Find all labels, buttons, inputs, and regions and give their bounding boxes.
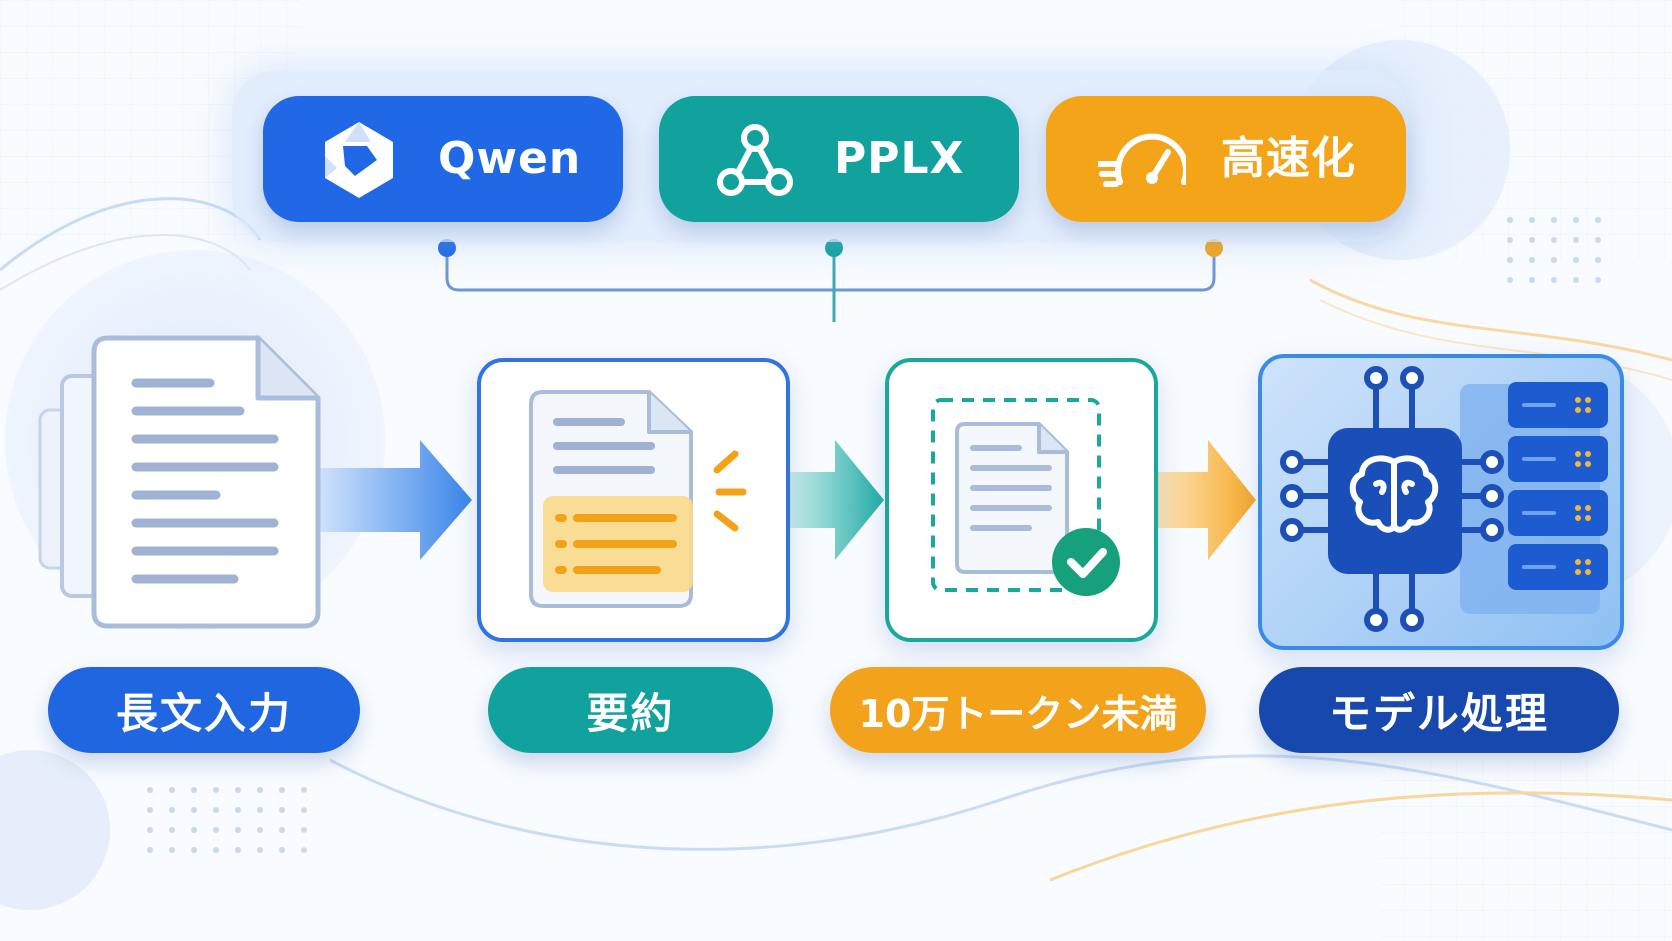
decor-dot [213, 807, 219, 813]
speedometer-icon [1098, 133, 1186, 187]
decor-dot [1529, 217, 1535, 223]
decor-dot [1551, 237, 1557, 243]
decor-dot [1573, 237, 1579, 243]
decor-dot [1595, 237, 1601, 243]
decor-dot [279, 827, 285, 833]
token-check-card [885, 358, 1158, 642]
decor-dot [147, 827, 153, 833]
decor-dot [1573, 257, 1579, 263]
decor-dot [257, 827, 263, 833]
decor-dot [1551, 257, 1557, 263]
decor-dot [301, 827, 307, 833]
decor-dot [169, 787, 175, 793]
decor-dot [147, 807, 153, 813]
network-nodes-icon [717, 124, 793, 196]
chip-label: 高速化 [1221, 133, 1356, 184]
decor-dot [1595, 277, 1601, 283]
decor-dot [235, 827, 241, 833]
decor-dot [147, 847, 153, 853]
decor-dot [213, 847, 219, 853]
decor-dot [301, 787, 307, 793]
decor-dot [279, 807, 285, 813]
decor-dot [1507, 237, 1513, 243]
decor-dot [279, 787, 285, 793]
decor-dot [301, 847, 307, 853]
decor-dot [1507, 217, 1513, 223]
token-check-document-icon [931, 398, 1120, 596]
decor-dot [1507, 257, 1513, 263]
step-label-summary: 要約 [488, 667, 773, 753]
summary-document-icon [529, 390, 747, 608]
decor-dot [1573, 277, 1579, 283]
decor-dot [235, 847, 241, 853]
decor-dot [1529, 237, 1535, 243]
decor-dot [191, 807, 197, 813]
decor-dot [213, 787, 219, 793]
decor-dot [279, 847, 285, 853]
decor-dot [257, 847, 263, 853]
decor-dot [1573, 217, 1579, 223]
decor-dot [301, 807, 307, 813]
decor-dot [1529, 277, 1535, 283]
decor-dot [235, 787, 241, 793]
decor-dot [191, 847, 197, 853]
document-stack-icon [38, 335, 321, 629]
pplx-chip[interactable]: PPLX [659, 96, 1019, 222]
decor-dot [1595, 257, 1601, 263]
decor-dot [1507, 277, 1513, 283]
speed-chip[interactable]: 高速化 [1046, 96, 1406, 222]
chip-label: Qwen [438, 133, 582, 184]
model-processing-card [1258, 354, 1624, 650]
decor-dot [169, 847, 175, 853]
chip-label: PPLX [834, 133, 965, 184]
step-label-long-input: 長文入力 [48, 667, 360, 753]
decor-dot [1551, 277, 1557, 283]
decor-dot [257, 787, 263, 793]
step-label-model-processing: モデル処理 [1259, 667, 1619, 753]
qwen-chip[interactable]: Qwen [263, 96, 623, 222]
decor-dot [191, 827, 197, 833]
decor-dot [169, 827, 175, 833]
step-label-token-limit: 10万トークン未満 [830, 667, 1206, 753]
decor-dot [235, 807, 241, 813]
decor-dot [1529, 257, 1535, 263]
decor-dot [169, 807, 175, 813]
ai-brain-chip-server-icon [1280, 366, 1608, 632]
decor-dot [1595, 217, 1601, 223]
qwen-logo-icon [325, 122, 393, 198]
decor-dot [1551, 217, 1557, 223]
decor-dot [213, 827, 219, 833]
summary-card [477, 358, 790, 642]
decor-dot [191, 787, 197, 793]
decor-dot [257, 807, 263, 813]
decor-dot [147, 787, 153, 793]
